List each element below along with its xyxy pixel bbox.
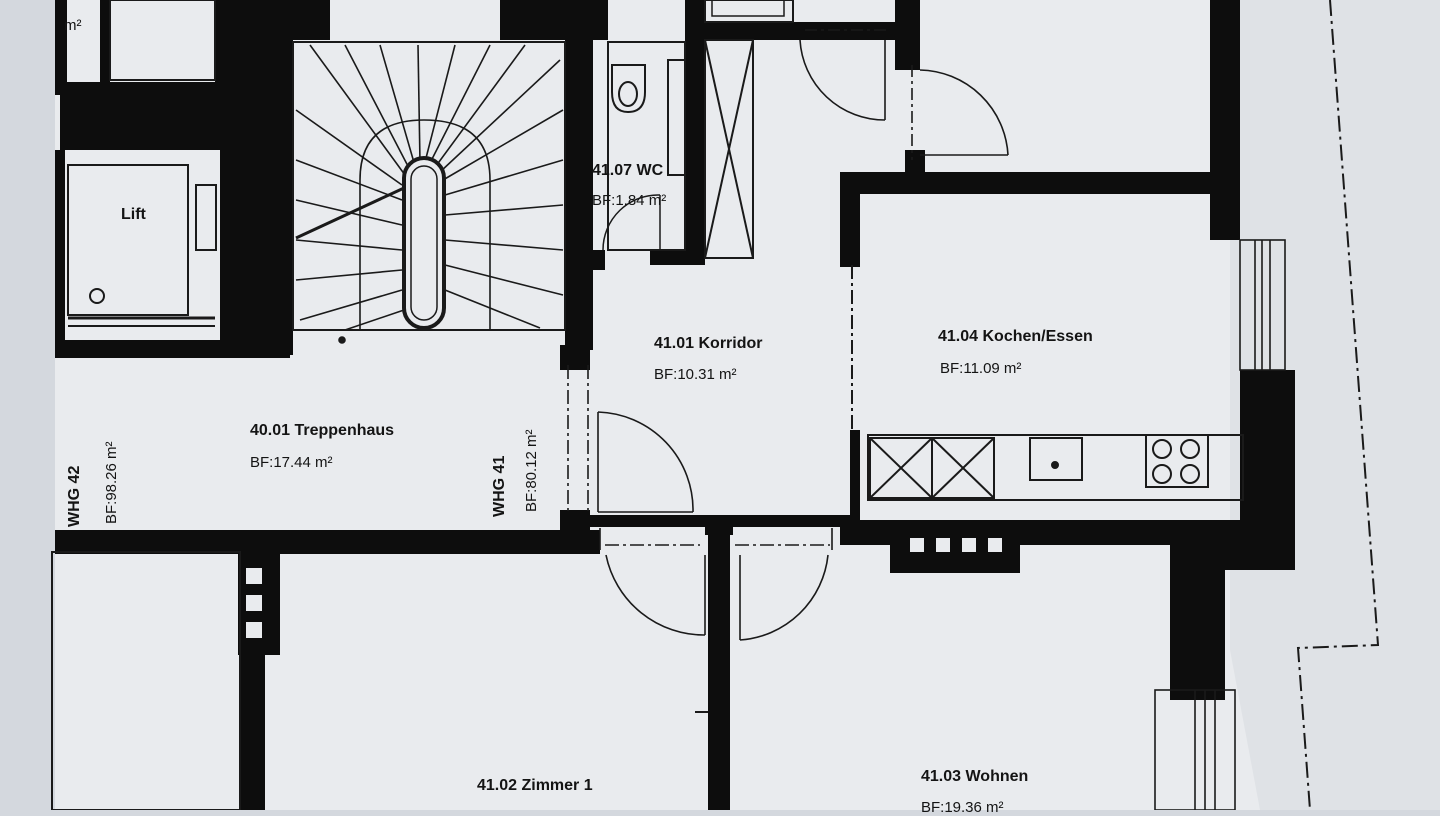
zimmer1-name: 41.02 Zimmer 1 [477,777,593,794]
wohnen-window [1154,689,1236,810]
wc-fixtures [602,40,686,251]
sink-top [704,0,794,23]
korridor-name: 41.01 Korridor [654,335,763,352]
treppenhaus-name: 40.01 Treppenhaus [250,422,395,439]
wohnen-name: 41.03 Wohnen [921,768,1029,785]
kitchen-window [1239,239,1286,371]
whg42-name: WHG 42 [66,465,83,527]
whg42-area: BF:98.26 m² [103,441,120,524]
wheelchair-icon [89,288,105,304]
stair-well-inner [410,165,438,321]
lift-label: Lift [121,206,146,223]
cooktop-icon [1145,434,1209,488]
treppenhaus-area: BF:17.44 m² [250,454,333,471]
wc-name: 41.07 WC [592,162,664,179]
balcony-outline [1296,0,1380,810]
wc-area: BF:1.84 m² [592,192,667,209]
kochen-area: BF:11.09 m² [940,360,1022,377]
radiator [910,538,1002,552]
lift-cabin [65,150,220,340]
whg41-name: WHG 41 [491,455,508,517]
walls [55,0,1295,810]
paper-right-edge [1230,0,1440,810]
corridor-doors [567,365,694,515]
korridor-area: BF:10.31 m² [654,366,737,383]
top-left-area: m² [64,17,82,34]
kochen-name: 41.04 Kochen/Essen [938,328,1093,345]
installation-shaft [704,39,754,259]
stair-well [402,156,446,330]
room-doors [599,528,833,641]
sink-top-inner [711,0,785,17]
whg41-area: BF:80.12 m² [523,429,540,512]
kitchen-sink-icon [1029,437,1083,481]
toilet-icon [611,64,646,114]
kitchen-floor [860,194,1210,520]
top-left-room [109,0,216,81]
wohnen-area: BF:19.36 m² [921,799,1004,816]
top-doors [799,29,1009,160]
lower-left-room [51,551,241,810]
lower-radiator [246,568,262,638]
kitchen-counter [867,434,1244,501]
